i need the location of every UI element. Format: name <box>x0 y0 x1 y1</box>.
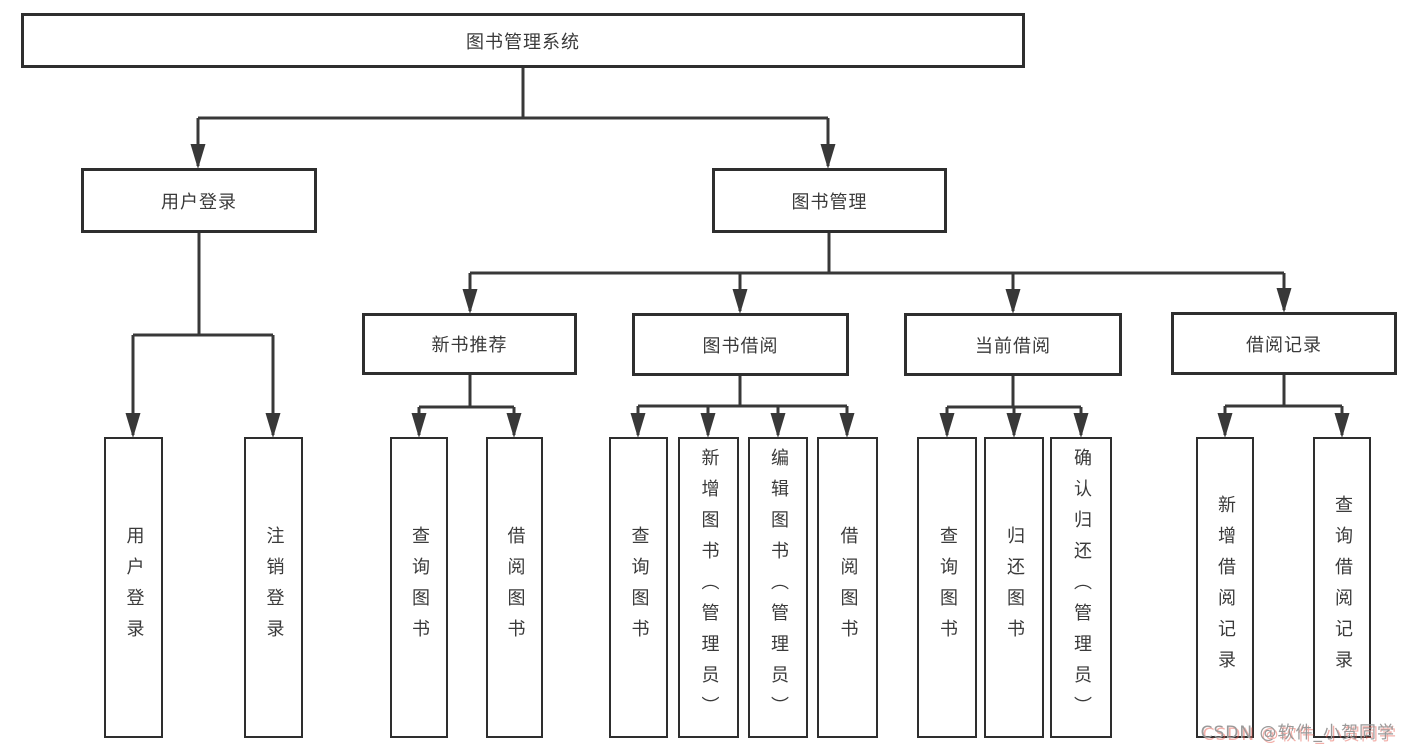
node-label: 注销登录 <box>263 525 285 650</box>
arrowhead-icon <box>630 413 646 438</box>
node-label: 新书推荐 <box>431 335 508 356</box>
arrowhead-icon <box>1006 413 1022 438</box>
arrowhead-icon <box>770 413 786 438</box>
node-leaf-bb-query-book: 查询图书 <box>609 437 668 738</box>
node-label: 查询图书 <box>628 525 650 650</box>
arrowhead-icon <box>700 413 716 438</box>
node-label: 归还图书 <box>1004 525 1025 650</box>
node-label: 查询图书 <box>409 525 430 650</box>
node-book-borrow: 图书借阅 <box>632 313 849 376</box>
node-label: 查询图书 <box>937 525 958 650</box>
node-leaf-bb-borrow-book: 借阅图书 <box>817 437 878 738</box>
arrowhead-icon <box>1276 288 1292 313</box>
node-leaf-cb-query-book: 查询图书 <box>917 437 977 738</box>
arrowhead-icon <box>506 413 522 438</box>
arrowhead-icon <box>190 144 206 169</box>
node-leaf-bb-add-book: 新增图书（管理员） <box>678 437 739 738</box>
node-leaf-logout: 注销登录 <box>244 437 303 738</box>
node-root: 图书管理系统 <box>21 13 1025 68</box>
node-label: 借阅图书 <box>837 525 859 650</box>
arrowhead-icon <box>820 144 836 169</box>
node-leaf-user-login: 用户登录 <box>104 437 163 738</box>
watermark: CSDN @软件_小贺同学 <box>1200 723 1395 743</box>
node-borrow-record: 借阅记录 <box>1171 312 1397 375</box>
node-leaf-cb-confirm-return: 确认归还（管理员） <box>1050 437 1112 738</box>
arrowhead-icon <box>462 289 478 314</box>
arrowhead-icon <box>1217 413 1233 438</box>
node-leaf-nbr-query-book: 查询图书 <box>390 437 448 738</box>
node-leaf-br-add-record: 新增借阅记录 <box>1196 437 1254 738</box>
arrowhead-icon <box>839 413 855 438</box>
node-label: 图书管理 <box>791 191 868 213</box>
node-user-login: 用户登录 <box>81 168 317 233</box>
arrowhead-icon <box>1073 413 1089 438</box>
arrowhead-icon <box>939 413 955 438</box>
arrowhead-icon <box>732 289 748 314</box>
arrowhead-icon <box>411 413 427 438</box>
node-leaf-bb-edit-book: 编辑图书（管理员） <box>748 437 808 738</box>
node-book-mgmt: 图书管理 <box>712 168 947 233</box>
node-current-borrow: 当前借阅 <box>904 313 1122 376</box>
node-label: 图书管理系统 <box>466 31 580 53</box>
node-new-book-rec: 新书推荐 <box>362 313 577 375</box>
node-label: 查询借阅记录 <box>1332 494 1353 681</box>
node-label: 借阅图书 <box>504 525 526 650</box>
node-label: 新增借阅记录 <box>1215 494 1236 681</box>
node-label: 借阅记录 <box>1246 334 1322 356</box>
arrowhead-icon <box>265 413 281 438</box>
node-leaf-cb-return-book: 归还图书 <box>984 437 1044 738</box>
node-leaf-br-query-record: 查询借阅记录 <box>1313 437 1371 738</box>
node-label: 新增图书（管理员） <box>698 448 720 727</box>
arrowhead-icon <box>1005 289 1021 314</box>
node-label: 编辑图书（管理员） <box>768 448 789 727</box>
node-label: 用户登录 <box>161 191 237 213</box>
arrowhead-icon <box>125 413 141 438</box>
node-label: 图书借阅 <box>702 335 779 357</box>
node-label: 确认归还（管理员） <box>1071 448 1092 727</box>
arrowhead-icon <box>1334 413 1350 438</box>
node-leaf-nbr-borrow-book: 借阅图书 <box>486 437 543 738</box>
node-label: 当前借阅 <box>975 335 1051 357</box>
node-label: 用户登录 <box>123 525 145 650</box>
